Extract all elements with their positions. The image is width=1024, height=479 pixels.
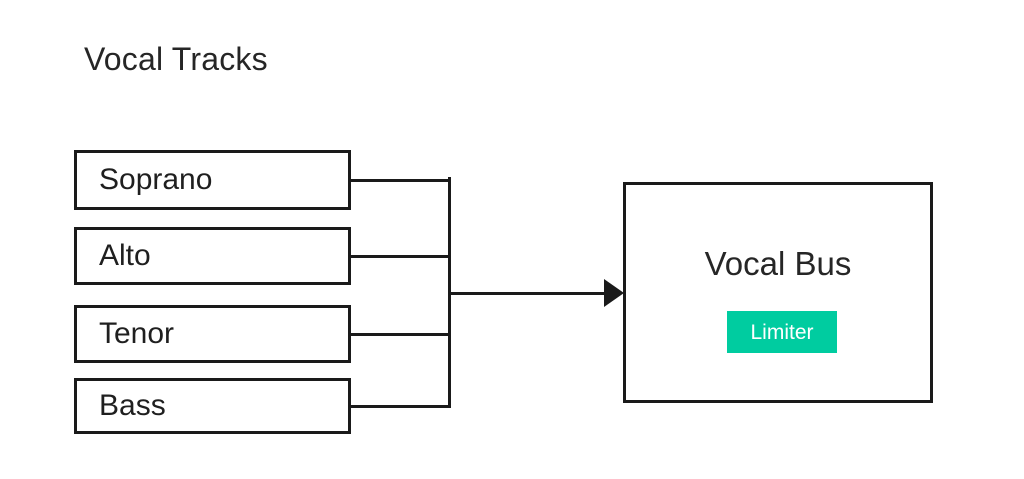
track-label: Bass xyxy=(99,389,166,422)
connector-arrow-line xyxy=(450,292,610,295)
track-box-soprano[interactable]: Soprano xyxy=(74,150,351,210)
connector-bus-bar xyxy=(448,177,451,408)
page-title: Vocal Tracks xyxy=(84,41,268,77)
track-box-bass[interactable]: Bass xyxy=(74,378,351,434)
connector-stub-bass xyxy=(351,405,450,408)
track-label: Tenor xyxy=(99,317,175,350)
track-box-alto[interactable]: Alto xyxy=(74,227,351,285)
limiter-badge[interactable]: Limiter xyxy=(727,311,837,353)
connector-stub-alto xyxy=(351,255,450,258)
vocal-bus-title: Vocal Bus xyxy=(704,245,852,282)
track-box-tenor[interactable]: Tenor xyxy=(74,305,351,363)
limiter-label: Limiter xyxy=(750,320,814,344)
arrow-right-icon xyxy=(604,279,624,307)
track-label: Soprano xyxy=(99,163,213,196)
track-label: Alto xyxy=(99,239,151,272)
connector-stub-soprano xyxy=(351,179,450,182)
vocal-bus-box[interactable]: Vocal Bus Limiter xyxy=(623,182,933,403)
connector-stub-tenor xyxy=(351,333,450,336)
